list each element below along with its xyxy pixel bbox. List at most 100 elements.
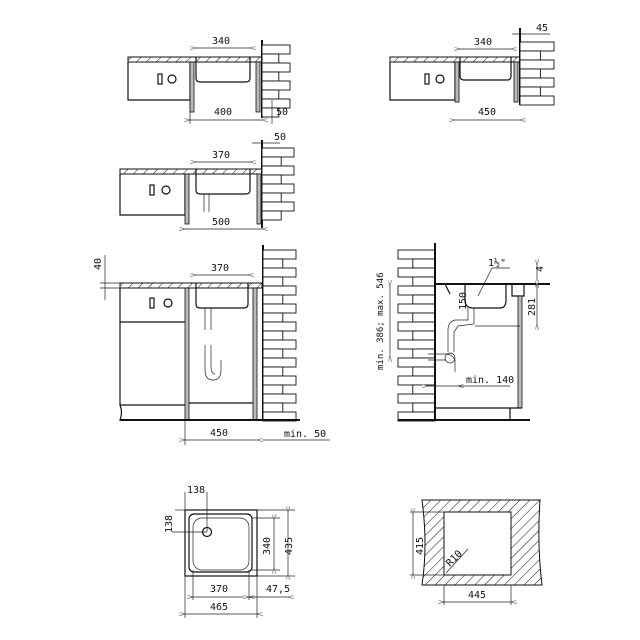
brick [397,339,436,350]
brick [262,366,284,377]
view-5-section: 1½" 4 281 150 min. 386; max. 546 min. 14… [376,243,550,422]
cabinet-side [189,61,195,113]
brick [262,330,284,341]
brick [261,62,291,73]
dim-label: 150 [458,292,469,310]
brick [261,107,280,118]
sink-plan-view: 138 138 340 435 370 47,5 465 [164,485,295,618]
brick [261,53,280,64]
dim-label: 370 [211,263,229,274]
dim-label: 45 [536,23,548,34]
dim-label: 1½" [488,257,506,269]
handle-icon [157,73,163,85]
dim-label: 138 [187,485,205,496]
view-3-section: 370 500 50 [119,132,295,229]
dim-label: 40 [93,258,104,270]
view-4-section: 370 450 min. 50 40 [93,245,330,445]
brick [261,156,282,167]
dim-label: 370 [212,150,230,161]
brick [262,249,297,260]
siphon-trap [204,308,222,381]
dim-label: min. 386; max. 546 [376,272,386,370]
brick [262,384,284,395]
dim-label: 340 [474,37,492,48]
brick [397,393,436,404]
brick [262,258,284,269]
cabinet-base [435,407,522,420]
brick [519,86,541,97]
brick [412,330,436,341]
brick [412,366,436,377]
dim-label: 465 [210,602,228,613]
brick [262,267,297,278]
brick [412,402,436,413]
brick [262,276,284,287]
brick [519,41,555,52]
cabinet-side [454,61,460,103]
dim-label: 50 [274,132,286,143]
brick [397,267,436,278]
handle-icon [149,184,155,196]
dim-label: 500 [212,217,230,228]
brick [519,95,555,106]
cabinet-side [255,61,261,113]
brick [261,44,291,55]
cabinet-side [256,173,262,225]
countertop-edge [444,283,525,297]
brick [261,183,295,194]
brick [262,285,297,296]
dim-label: 340 [212,36,230,47]
countertop-cutout [421,499,543,586]
cabinet-front [127,62,191,101]
brick-wall [261,44,291,118]
brick [261,201,295,212]
brick [261,210,282,221]
brick [261,71,280,82]
cabinet-front [389,62,456,101]
countertop [127,56,263,63]
countertop [389,56,521,63]
dim-label: 281 [527,298,538,316]
brick [262,357,297,368]
brick [519,59,555,70]
brick [412,276,436,287]
sink-rim [184,509,258,577]
countertop [119,282,263,289]
dim-label: 4 [535,266,546,272]
handle-icon [424,73,430,85]
brick [262,393,297,404]
drain-elbow [444,352,456,364]
cabinet-side [184,287,190,421]
brick-wall [262,249,297,422]
dim-label: 50 [276,107,288,118]
sink-bowl-outer [188,513,253,573]
sink-bowl [195,57,251,83]
brick [262,402,284,413]
brick [519,77,555,88]
brick [262,303,297,314]
brick [397,375,436,386]
dim-label: min. 140 [466,375,514,386]
brick [397,303,436,314]
sink-bowl-inner [192,517,250,571]
brick [397,321,436,332]
knob-icon [163,298,173,308]
brick [262,321,297,332]
cabinet-side [513,61,519,103]
brick [397,285,436,296]
brick [261,89,280,100]
drain-pipe [428,308,475,372]
brick [261,174,282,185]
dim-label: 138 [164,515,175,533]
brick [261,147,295,158]
brick-wall [397,249,436,422]
knob-icon [167,74,177,84]
brick [412,294,436,305]
view-2-section: 340 450 45 [389,23,555,120]
dim-label: 435 [284,537,295,555]
dim-label: min. 50 [284,429,326,440]
cabinet-side [252,287,258,421]
dim-label: 450 [210,428,228,439]
drain-pipe [203,194,210,212]
